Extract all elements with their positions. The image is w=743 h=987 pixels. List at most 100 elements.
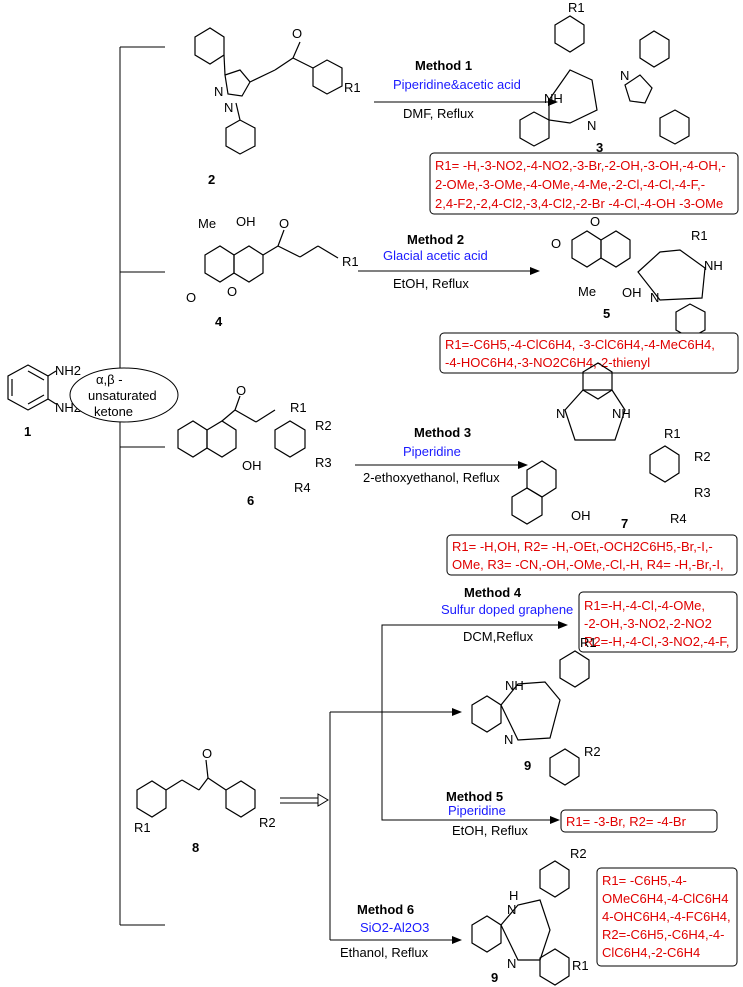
reactant-6-r4: R4 xyxy=(294,480,311,495)
lower-branch-lines xyxy=(329,621,568,944)
product-7-r3: R3 xyxy=(694,485,711,500)
method-4-reagent: Sulfur doped graphene xyxy=(441,602,573,617)
product-9-n: N xyxy=(504,732,513,747)
product-5-o2: O xyxy=(590,214,600,229)
method-2-conditions: EtOH, Reflux xyxy=(393,276,469,291)
reactant-8-structure: O R1 R2 8 xyxy=(134,746,276,855)
reactant-2-r1: R1 xyxy=(344,80,361,95)
product-9-number: 9 xyxy=(524,758,531,773)
method-1-sub-line-2: 2-OMe,-3-OMe,-4-OMe,-4-Me,-2-Cl,-4-Cl,-4… xyxy=(435,177,705,192)
method-6-sub-line-2: OMeC6H4,-4-ClC6H4 xyxy=(602,891,728,906)
product-9b-n2: N xyxy=(507,956,516,971)
method-3-reagent: Piperidine xyxy=(403,444,461,459)
product-5-structure: O O Me OH N NH R1 5 xyxy=(551,214,723,339)
method-3-sub-line-1: R1= -H,OH, R2= -H,-OEt,-OCH2C6H5,-Br,-I,… xyxy=(452,539,713,554)
product-5-r1: R1 xyxy=(691,228,708,243)
method-6-reagent: SiO2-Al2O3 xyxy=(360,920,429,935)
method-3-substituent-box: R1= -H,OH, R2= -H,-OEt,-OCH2C6H5,-Br,-I,… xyxy=(446,534,738,576)
method-6-sub-line-4: R2=-C6H5,-C6H4,-4- xyxy=(602,927,724,942)
reactant-8-r2: R2 xyxy=(259,815,276,830)
method-4-substituent-box: R1=-H,-4-Cl,-4-OMe, -2-OH,-3-NO2,-2-NO2 … xyxy=(578,591,738,653)
reactant-4-me: Me xyxy=(198,216,216,231)
method-2-arrow: Method 2 Glacial acetic acid EtOH, Reflu… xyxy=(358,232,540,291)
method-4-sub-line-2: -2-OH,-3-NO2,-2-NO2 xyxy=(584,616,712,631)
reactant-1-number: 1 xyxy=(24,424,31,439)
product-7-r2: R2 xyxy=(694,449,711,464)
product-7-nh: NH xyxy=(612,406,631,421)
product-5-me: Me xyxy=(578,284,596,299)
method-6-title: Method 6 xyxy=(357,902,414,917)
reactant-4-o: O xyxy=(279,216,289,231)
method-6-sub-line-1: R1= -C6H5,-4- xyxy=(602,873,687,888)
method-4-arrow-labels: Method 4 Sulfur doped graphene DCM,Reflu… xyxy=(441,585,573,644)
method-4-sub-line-1: R1=-H,-4-Cl,-4-OMe, xyxy=(584,598,705,613)
product-9b-r1: R1 xyxy=(572,958,589,973)
product-7-oh: OH xyxy=(571,508,591,523)
reactant-2-number: 2 xyxy=(208,172,215,187)
product-9b-structure: H N N R2 R1 9 xyxy=(471,846,589,986)
method-2-title: Method 2 xyxy=(407,232,464,247)
method-1-title: Method 1 xyxy=(415,58,472,73)
reactant-6-number: 6 xyxy=(247,493,254,508)
method-5-reagent: Piperidine xyxy=(448,803,506,818)
product-9b-n1: N xyxy=(507,902,516,917)
product-5-oh: OH xyxy=(622,285,642,300)
product-9b-h: H xyxy=(509,888,518,903)
product-9-r2: R2 xyxy=(584,744,601,759)
method-2-substituent-box: R1=-C6H5,-4-ClC6H4, -3-ClC6H4,-4-MeC6H4,… xyxy=(439,332,739,374)
reactant-6-oh: OH xyxy=(242,458,262,473)
method-1-sub-line-1: R1= -H,-3-NO2,-4-NO2,-3-Br,-2-OH,-3-OH,-… xyxy=(435,158,726,173)
product-9b-number: 9 xyxy=(491,970,498,985)
method-6-substituent-box: R1= -C6H5,-4- OMeC6H4,-4-ClC6H4 4-OHC6H4… xyxy=(596,867,738,967)
product-5-n: N xyxy=(650,290,659,305)
reactant-6-r3: R3 xyxy=(315,455,332,470)
method-6-sub-line-3: 4-OHC6H4,-4-FC6H4, xyxy=(602,909,731,924)
ellipse-line-3: ketone xyxy=(94,404,133,419)
method-2-sub-line-1: R1=-C6H5,-4-ClC6H4, -3-ClC6H4,-4-MeC6H4, xyxy=(445,337,715,352)
method-2-sub-line-2: -4-HOC6H4,-3-NO2C6H4,-2-thienyl xyxy=(445,355,650,370)
method-5-sub-line-1: R1= -3-Br, R2= -4-Br xyxy=(566,814,687,829)
product-3-structure: NH N N R1 3 xyxy=(519,0,690,155)
product-3-number: 3 xyxy=(596,140,603,155)
product-7-r4: R4 xyxy=(670,511,687,526)
product-3-n: N xyxy=(587,118,596,133)
method-3-sub-line-2: OMe, R3= -CN,-OH,-OMe,-Cl,-H, R4= -H,-Br… xyxy=(452,557,724,572)
reactant-4-oh: OH xyxy=(236,214,256,229)
product-5-o: O xyxy=(551,236,561,251)
method-3-arrow: Method 3 Piperidine 2-ethoxyethanol, Ref… xyxy=(355,425,528,485)
reactant-4-structure: Me OH O R1 O O 4 xyxy=(186,214,359,329)
product-9-nh: NH xyxy=(505,678,524,693)
ellipse-line-2: unsaturated xyxy=(88,388,157,403)
product-7-structure: N NH OH R1 R2 R3 R4 7 xyxy=(511,362,711,531)
product-3-pz-n: N xyxy=(620,68,629,83)
method-3-title: Method 3 xyxy=(414,425,471,440)
ellipse-line-1: α,β - xyxy=(96,372,123,387)
method-5-conditions: EtOH, Reflux xyxy=(452,823,528,838)
method-5-arrow-labels: Method 5 Piperidine EtOH, Reflux xyxy=(446,789,528,838)
method-4-sub-line-3: R2=-H,-4-Cl,-3-NO2,-4-F, xyxy=(584,634,730,649)
method-5-title: Method 5 xyxy=(446,789,503,804)
method-6-conditions: Ethanol, Reflux xyxy=(340,945,429,960)
reactant-8-o: O xyxy=(202,746,212,761)
product-7-r1: R1 xyxy=(664,426,681,441)
method-4-title: Method 4 xyxy=(464,585,522,600)
product-9-r1: R1 xyxy=(580,635,597,650)
product-7-n: N xyxy=(556,406,565,421)
double-arrow xyxy=(280,793,329,807)
reactant-6-r1: R1 xyxy=(290,400,307,415)
reactant-6-structure: O OH R1 R2 R3 R4 6 xyxy=(177,383,332,508)
nh2-top: NH2 xyxy=(55,363,81,378)
reactant-2-n1: N xyxy=(224,100,233,115)
method-1-substituent-box: R1= -H,-3-NO2,-4-NO2,-3-Br,-2-OH,-3-OH,-… xyxy=(429,152,739,215)
reactant-2-structure: N N O R1 2 xyxy=(194,26,361,187)
branch-tree xyxy=(119,46,165,926)
product-3-r1: R1 xyxy=(568,0,585,15)
reactant-8-r1: R1 xyxy=(134,820,151,835)
ketone-ellipse: α,β - unsaturated ketone xyxy=(69,367,179,423)
method-1-arrow: Method 1 Piperidine&acetic acid DMF, Ref… xyxy=(374,58,558,121)
product-3-nh: NH xyxy=(544,91,563,106)
reactant-8-number: 8 xyxy=(192,840,199,855)
method-1-sub-line-3: 2,4-F2,-2,4-Cl2,-3,4-Cl2,-2-Br -4-Cl,-4-… xyxy=(435,196,723,211)
reactant-2-n2: N xyxy=(214,84,223,99)
method-4-conditions: DCM,Reflux xyxy=(463,629,534,644)
